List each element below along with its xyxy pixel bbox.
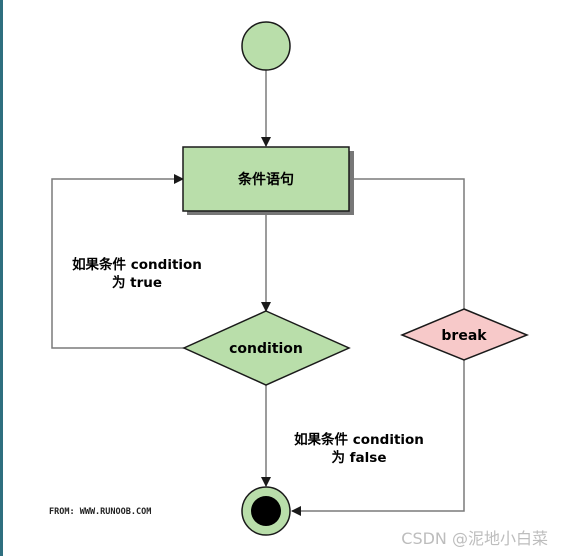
- edge-break-to-end: [291, 360, 465, 516]
- source-credit: FROM: WWW.RUNOOB.COM: [49, 507, 151, 517]
- edge-statement-to-break: [349, 178, 465, 309]
- statement-label: 条件语句: [237, 171, 294, 188]
- true-branch-label-line1: 如果条件 condition: [72, 256, 202, 273]
- edge-condition-true-loop: [51, 174, 184, 349]
- break-label: break: [441, 328, 487, 344]
- statement-box: [182, 146, 350, 212]
- break-diamond: [400, 308, 529, 361]
- start-node: [241, 21, 291, 71]
- true-branch-label-line2: 为 true: [112, 274, 162, 291]
- watermark: CSDN @泥地小白菜: [401, 529, 548, 548]
- false-branch-label-line1: 如果条件 condition: [294, 431, 424, 448]
- condition-diamond: [182, 310, 351, 386]
- condition-label: condition: [229, 341, 303, 357]
- false-branch-label-line2: 为 false: [331, 449, 386, 466]
- end-node-inner: [251, 496, 281, 526]
- window-left-edge: [0, 0, 3, 556]
